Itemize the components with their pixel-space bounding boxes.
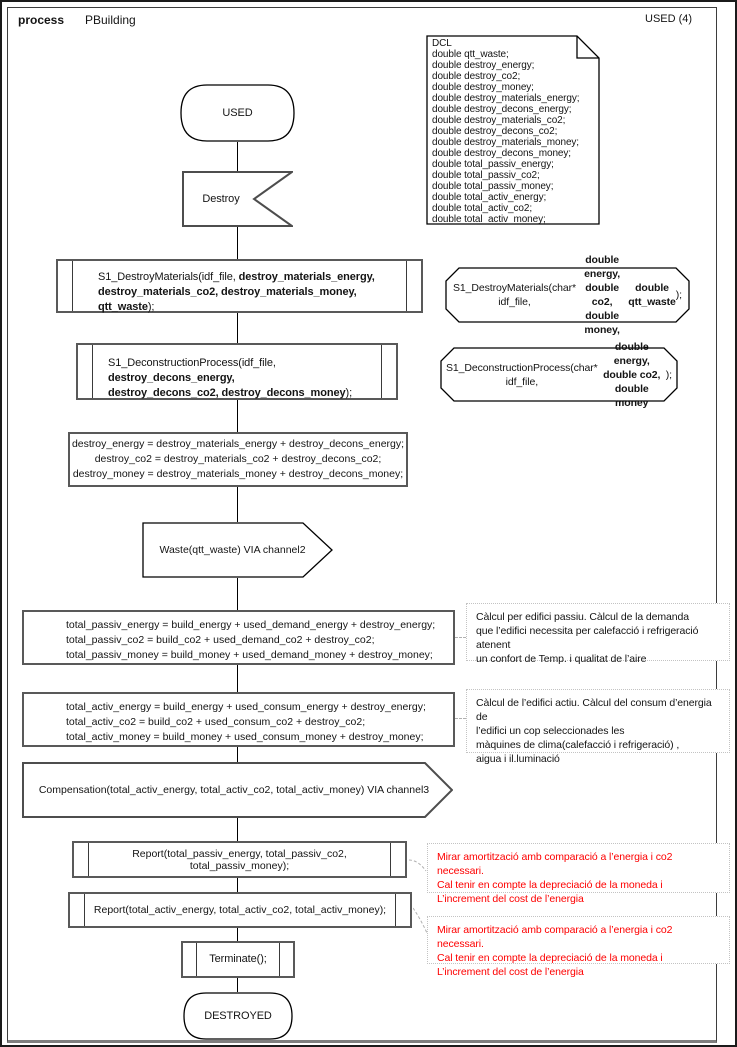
input-signal-label: Destroy xyxy=(202,192,240,205)
procedure-call-report-activ: Report(total_activ_energy, total_activ_c… xyxy=(68,892,412,928)
input-signal-symbol xyxy=(182,171,293,227)
procedure-call-bar xyxy=(390,843,391,876)
flow-connector xyxy=(237,878,238,892)
output-signal-label: Waste(qtt_waste) VIA channel2 xyxy=(159,544,306,556)
note-folded-corner-shape xyxy=(426,35,600,225)
state-destroyed: DESTROYED xyxy=(183,992,293,1040)
procedure-call-bar xyxy=(196,943,197,976)
procedure-call-destroy-materials: S1_DestroyMaterials(idf_file, destroy_ma… xyxy=(56,259,423,313)
procedure-declaration-symbol xyxy=(445,267,690,323)
flow-connector xyxy=(237,313,238,343)
procedure-call-bar xyxy=(406,261,407,311)
output-signal-symbol xyxy=(142,522,333,578)
flow-connector xyxy=(237,978,238,992)
task-text: total_passiv_energy = build_energy + use… xyxy=(66,619,436,661)
procedure-call-text: S1_DestroyMaterials(idf_file, destroy_ma… xyxy=(98,271,375,313)
comment-association-line xyxy=(455,637,466,638)
procedure-call-bar xyxy=(92,345,93,398)
flow-connector xyxy=(237,747,238,762)
comment-amortization-passiv: Mirar amortització amb comparació a l’en… xyxy=(427,843,730,905)
output-signal-symbol xyxy=(22,762,453,818)
task-total-activ: total_activ_energy = build_energy + used… xyxy=(22,692,455,747)
dcl-declarations-text: DCL double qtt_waste; double destroy_ene… xyxy=(432,38,580,225)
procedure-call-bar xyxy=(381,345,382,398)
state-used: USED xyxy=(180,84,295,142)
flow-connector xyxy=(237,818,238,841)
flow-connector xyxy=(237,142,238,171)
flow-connector xyxy=(237,928,238,941)
flow-connector xyxy=(237,227,238,259)
flow-connector xyxy=(237,487,238,522)
task-text: total_activ_energy = build_energy + used… xyxy=(66,701,426,743)
output-signal-compensation: Compensation(total_activ_energy, total_a… xyxy=(22,762,453,818)
procedure-declaration-destroy-materials: S1_DestroyMaterials(char* idf_file,doubl… xyxy=(445,254,690,336)
procedure-call-report-passiv: Report(total_passiv_energy, total_passiv… xyxy=(72,841,407,878)
diagram-frame xyxy=(7,7,717,1043)
procedure-call-deconstruction: S1_DeconstructionProcess(idf_file, destr… xyxy=(76,343,398,400)
procedure-call-text: Terminate(); xyxy=(209,953,267,965)
output-signal-label: Compensation(total_activ_energy, total_a… xyxy=(38,784,430,796)
procedure-call-bar xyxy=(72,261,73,311)
task-total-passiv: total_passiv_energy = build_energy + use… xyxy=(22,610,455,665)
task-destroy-totals: destroy_energy = destroy_materials_energ… xyxy=(68,432,408,487)
output-signal-waste: Waste(qtt_waste) VIA channel2 xyxy=(142,522,333,578)
procedure-call-bar xyxy=(84,894,85,926)
comment-association-line xyxy=(409,859,427,872)
procedure-call-text: S1_DeconstructionProcess(idf_file, destr… xyxy=(108,357,353,399)
state-used-label: USED xyxy=(222,106,253,119)
page-reference: USED (4) xyxy=(645,13,693,25)
procedure-declaration-deconstruction: S1_DeconstructionProcess(char* idf_file,… xyxy=(440,340,678,409)
process-name: PBuilding xyxy=(85,13,136,27)
procedure-call-text: Report(total_passiv_energy, total_passiv… xyxy=(132,847,347,872)
state-symbol xyxy=(180,84,295,142)
task-text: destroy_energy = destroy_materials_energ… xyxy=(71,438,405,480)
procedure-call-bar xyxy=(279,943,280,976)
comment-association-line xyxy=(413,907,428,934)
flow-connector xyxy=(237,578,238,610)
procedure-call-text: Report(total_activ_energy, total_activ_c… xyxy=(93,904,387,916)
process-keyword: process xyxy=(18,13,65,27)
procedure-call-bar xyxy=(88,843,89,876)
state-destroyed-label: DESTROYED xyxy=(204,1009,272,1022)
procedure-call-bar xyxy=(395,894,396,926)
procedure-call-terminate: Terminate(); xyxy=(181,941,295,978)
comment-passive-building: Càlcul per edifici passiu. Càlcul de la … xyxy=(466,603,730,665)
flow-connector xyxy=(237,400,238,432)
state-symbol xyxy=(183,992,293,1040)
procedure-declaration-text: S1_DeconstructionProcess(char* idf_file,… xyxy=(446,340,672,409)
dcl-declaration-note: DCL double qtt_waste; double destroy_ene… xyxy=(426,35,600,225)
flow-connector xyxy=(237,665,238,692)
input-signal-destroy: Destroy xyxy=(182,171,293,227)
comment-active-building: Càlcul de l’edifici actiu. Càlcul del co… xyxy=(466,689,730,765)
comment-amortization-activ: Mirar amortització amb comparació a l’en… xyxy=(427,916,730,978)
procedure-declaration-text: S1_DestroyMaterials(char* idf_file,doubl… xyxy=(453,254,682,336)
comment-association-line xyxy=(455,718,466,719)
procedure-declaration-symbol xyxy=(440,347,678,402)
